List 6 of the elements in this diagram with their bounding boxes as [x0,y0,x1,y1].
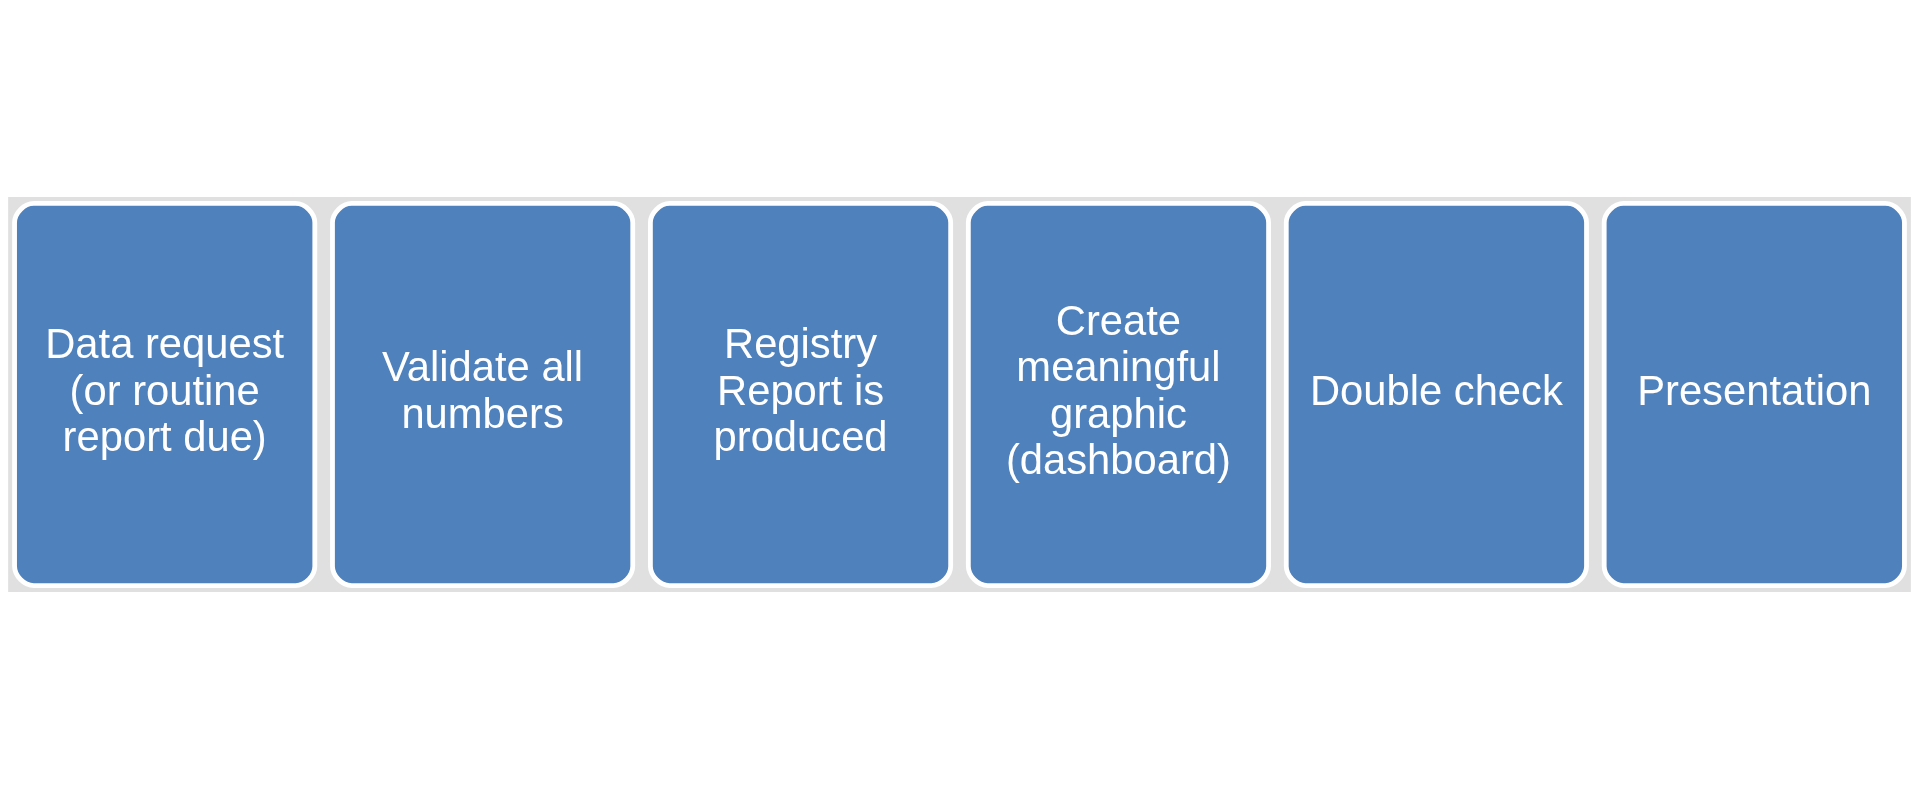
node-box: Double check [1283,201,1589,588]
node-box: Presentation [1601,201,1907,588]
node-box: Create meaningful graphic (dashboard) [965,201,1271,588]
node-box: Registry Report is produced [648,201,954,588]
node-box: Data request (or routine report due) [12,201,318,588]
node-box: Validate all numbers [330,201,636,588]
